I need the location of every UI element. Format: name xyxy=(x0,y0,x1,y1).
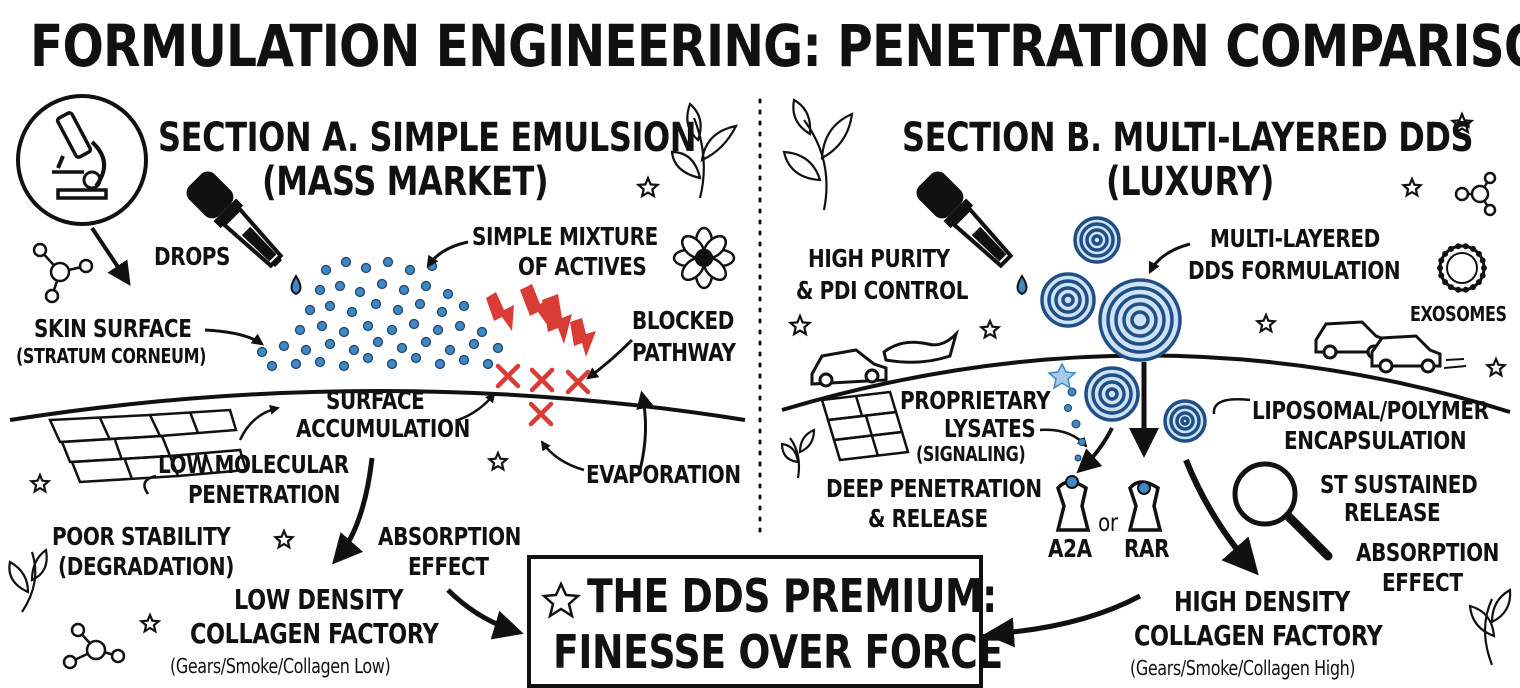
star-sparkle xyxy=(1047,362,1077,390)
star-icon-premium xyxy=(541,581,581,619)
leaf-icon xyxy=(8,98,1512,666)
multi-layered-label: MULTI-LAYERED xyxy=(1210,224,1380,253)
dds-capsules xyxy=(1040,216,1207,443)
exosomes-label: EXOSOMES xyxy=(1410,302,1507,326)
brick-wall-icon-b xyxy=(820,390,910,462)
star-icon xyxy=(28,111,1508,634)
lysates-label: PROPRIETARY xyxy=(900,386,1051,415)
lightning-icon xyxy=(486,284,596,357)
blocked-x-marks xyxy=(495,363,591,427)
section-a-title: SECTION A. SIMPLE EMULSION xyxy=(158,115,697,161)
blocked-pathway-label-2: PATHWAY xyxy=(632,338,736,367)
factory-b-label-2: COLLAGEN FACTORY xyxy=(1134,619,1383,652)
car-icon-b xyxy=(1314,320,1467,374)
section-b-subtitle: (LUXURY) xyxy=(1106,159,1275,205)
microscope-icon xyxy=(16,94,148,226)
evaporation-label: EVAPORATION xyxy=(586,460,741,489)
dds-formulation-label: DDS FORMULATION xyxy=(1188,256,1401,285)
receptor-icon xyxy=(1055,480,1163,532)
drops-label: DROPS xyxy=(154,242,231,271)
degradation-label: (DEGRADATION) xyxy=(58,552,234,581)
dds-premium-box: THE DDS PREMIUM: FINESSE OVER FORCE xyxy=(527,555,1003,688)
sustained-release-label: RELEASE xyxy=(1344,498,1441,527)
low-molecular-label-2: PENETRATION xyxy=(188,480,341,509)
magnifier-icon xyxy=(1232,461,1333,561)
car-icon xyxy=(810,328,959,388)
dropper-icon xyxy=(186,171,284,269)
premium-line-2: FINESSE OVER FORCE xyxy=(553,625,1003,679)
deep-penetration-label: DEEP PENETRATION xyxy=(826,474,1042,503)
receptor-rar-label: RAR xyxy=(1124,534,1170,563)
dropper-icon-b xyxy=(916,171,1014,269)
lysate-dots xyxy=(1064,387,1086,462)
factory-a-note: (Gears/Smoke/Collagen Low) xyxy=(170,654,391,678)
or-label: or xyxy=(1098,508,1118,537)
high-purity-label: HIGH PURITY xyxy=(808,244,950,273)
factory-a-label-2: COLLAGEN FACTORY xyxy=(190,617,439,650)
low-molecular-label: LOW MOLECULAR xyxy=(158,450,349,479)
active-particles-a xyxy=(256,256,504,372)
blocked-pathway-label: BLOCKED xyxy=(632,306,734,335)
factory-a-label: LOW DENSITY xyxy=(234,583,404,616)
absorption-label-b: ABSORPTION xyxy=(1356,538,1500,567)
liposomal-label: LIPOSOMAL/POLYMER xyxy=(1252,396,1489,425)
signaling-label: (SIGNALING) xyxy=(916,442,1026,466)
factory-b-label: HIGH DENSITY xyxy=(1174,585,1350,618)
absorption-label-b-2: EFFECT xyxy=(1382,568,1463,597)
stratum-corneum-label: (STRATUM CORNEUM) xyxy=(16,344,207,368)
absorption-label-a-2: EFFECT xyxy=(408,552,489,581)
section-a-subtitle: (MASS MARKET) xyxy=(262,159,549,205)
release-label: & RELEASE xyxy=(868,504,988,533)
simple-mixture-label: SIMPLE MIXTURE xyxy=(472,222,658,251)
drop-icon xyxy=(290,274,302,296)
molecule-icon xyxy=(32,171,1497,670)
receptor-a2a-label: A2A xyxy=(1048,534,1092,563)
poor-stability-label: POOR STABILITY xyxy=(52,522,231,551)
brick-wall-icon xyxy=(48,408,248,484)
absorption-label-a: ABSORPTION xyxy=(378,522,522,551)
surface-accumulation-label-2: ACCUMULATION xyxy=(296,414,470,443)
exosome-dots xyxy=(1437,243,1487,293)
premium-line-1: THE DDS PREMIUM: xyxy=(587,569,997,623)
section-b-title: SECTION B. MULTI-LAYERED DDS xyxy=(902,115,1474,161)
skin-surface-label: SKIN SURFACE xyxy=(34,314,192,343)
pdi-control-label: & PDI CONTROL xyxy=(796,276,969,305)
factory-b-note: (Gears/Smoke/Collagen High) xyxy=(1130,656,1356,680)
microscope-arrow xyxy=(90,226,131,286)
lysates-label-2: LYSATES xyxy=(944,414,1036,443)
page-title: FORMULATION ENGINEERING: PENETRATION COM… xyxy=(30,12,1520,80)
encapsulation-label: ENCAPSULATION xyxy=(1284,426,1467,455)
sustained-label: ST SUSTAINED xyxy=(1320,470,1478,499)
surface-accumulation-label: SURFACE xyxy=(326,386,425,415)
simple-mixture-label-2: OF ACTIVES xyxy=(518,252,647,281)
flower-icon xyxy=(672,226,736,290)
